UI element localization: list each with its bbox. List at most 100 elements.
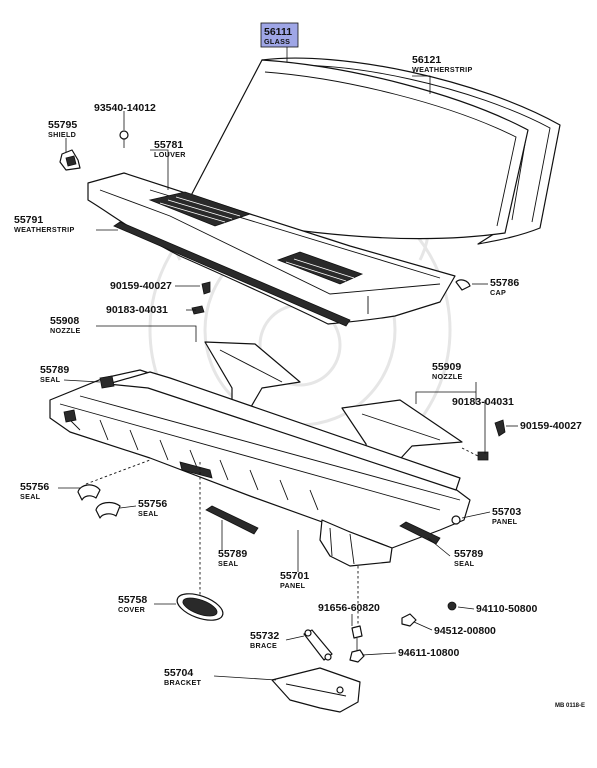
part-number: 90159-40027 <box>110 280 172 292</box>
cowl-panel-lower[interactable] <box>319 519 393 567</box>
cap-part[interactable] <box>455 279 471 291</box>
highlight-box <box>260 22 299 48</box>
part-number: 55908 <box>50 315 79 327</box>
label-clip-90159-a: 90159-40027 <box>110 280 172 292</box>
label-screw-93540: 93540-14012 <box>94 102 156 114</box>
part-name: COVER <box>118 605 146 614</box>
cover-part[interactable] <box>174 588 227 625</box>
label-clip-90159-b: 90159-40027 <box>520 420 582 432</box>
washer-94512-part[interactable] <box>401 613 417 627</box>
part-name: SEAL <box>138 509 159 518</box>
part-name: BRACKET <box>164 678 202 687</box>
part-number: 55789 <box>454 548 483 560</box>
part-number: 55703 <box>492 506 521 518</box>
cowl-panel[interactable] <box>49 369 471 549</box>
part-number: 55791 <box>14 214 43 226</box>
bracket-part[interactable] <box>271 667 361 713</box>
part-number: 56121 <box>412 54 441 66</box>
louver[interactable] <box>87 172 456 325</box>
brace-part[interactable] <box>303 629 333 661</box>
label-washer-94512: 94512-00800 <box>434 625 496 637</box>
clip-90159-a-part[interactable] <box>201 281 211 295</box>
nut-94611-part[interactable] <box>349 649 365 663</box>
shield[interactable] <box>59 149 81 171</box>
part-name: SEAL <box>40 375 61 384</box>
nozzle-left-part[interactable] <box>204 341 301 413</box>
seal-lower-left-part[interactable] <box>205 505 259 535</box>
part-number: 91656-60820 <box>318 602 380 614</box>
label-clip-90183-b: 90183-04031 <box>452 396 514 408</box>
clip-90159-b-part[interactable] <box>494 419 506 437</box>
part-name: SEAL <box>454 559 475 568</box>
part-number: 55701 <box>280 570 309 582</box>
label-clip-90183-a: 90183-04031 <box>106 304 168 316</box>
part-number: 55758 <box>118 594 147 606</box>
seal-b-part[interactable] <box>95 501 121 519</box>
part-name: NOZZLE <box>432 372 463 381</box>
part-number: 55909 <box>432 361 461 373</box>
part-name: LOUVER <box>154 150 186 159</box>
labels: 56111GLASS56121WEATHERSTRIP93540-1401255… <box>14 22 582 687</box>
nut-94110-part[interactable] <box>447 601 457 611</box>
part-number: 90159-40027 <box>520 420 582 432</box>
part-name: SHIELD <box>48 130 76 139</box>
part-number: 55786 <box>490 277 519 289</box>
cowl-weatherstrip[interactable] <box>113 221 351 327</box>
part-name: GLASS <box>264 37 290 46</box>
clip-90183-b-part[interactable] <box>477 451 489 461</box>
clip-90183-a-part[interactable] <box>191 305 205 315</box>
part-number: 90183-04031 <box>452 396 514 408</box>
part-number: 94512-00800 <box>434 625 496 637</box>
seal-lower-right-part[interactable] <box>399 521 441 545</box>
label-nut-94110: 94110-50800 <box>476 603 537 615</box>
seal-a-part[interactable] <box>77 484 101 501</box>
part-name: WEATHERSTRIP <box>412 65 473 74</box>
assembly-line-clip <box>461 447 479 457</box>
part-number: 90183-04031 <box>106 304 168 316</box>
part-name: PANEL <box>492 517 518 526</box>
part-number: 55789 <box>40 364 69 376</box>
part-name: WEATHERSTRIP <box>14 225 75 234</box>
part-number: 55704 <box>164 667 193 679</box>
assembly-line-seal <box>85 459 151 485</box>
part-number: 55756 <box>20 481 49 493</box>
part-number: 93540-14012 <box>94 102 156 114</box>
part-name: PANEL <box>280 581 306 590</box>
part-number: 55756 <box>138 498 167 510</box>
part-name: BRACE <box>250 641 277 650</box>
part-number: 94611-10800 <box>398 647 459 659</box>
part-name: CAP <box>490 288 506 297</box>
part-number: 55795 <box>48 119 77 131</box>
louver-vent-left <box>148 191 252 227</box>
cowl-upper-rail[interactable] <box>107 371 461 491</box>
leader-lines <box>58 42 518 681</box>
part-number: 94110-50800 <box>476 603 537 615</box>
part-number: 55732 <box>250 630 279 642</box>
part-number: 55789 <box>218 548 247 560</box>
seal-upper-part[interactable] <box>99 375 115 389</box>
screw-93540[interactable] <box>119 130 129 148</box>
louver-vent-right <box>276 251 364 285</box>
label-nut-94611: 94611-10800 <box>398 647 459 659</box>
bolt-91656-part[interactable] <box>351 625 363 652</box>
part-name: NOZZLE <box>50 326 81 335</box>
label-bolt-91656: 91656-60820 <box>318 602 380 614</box>
